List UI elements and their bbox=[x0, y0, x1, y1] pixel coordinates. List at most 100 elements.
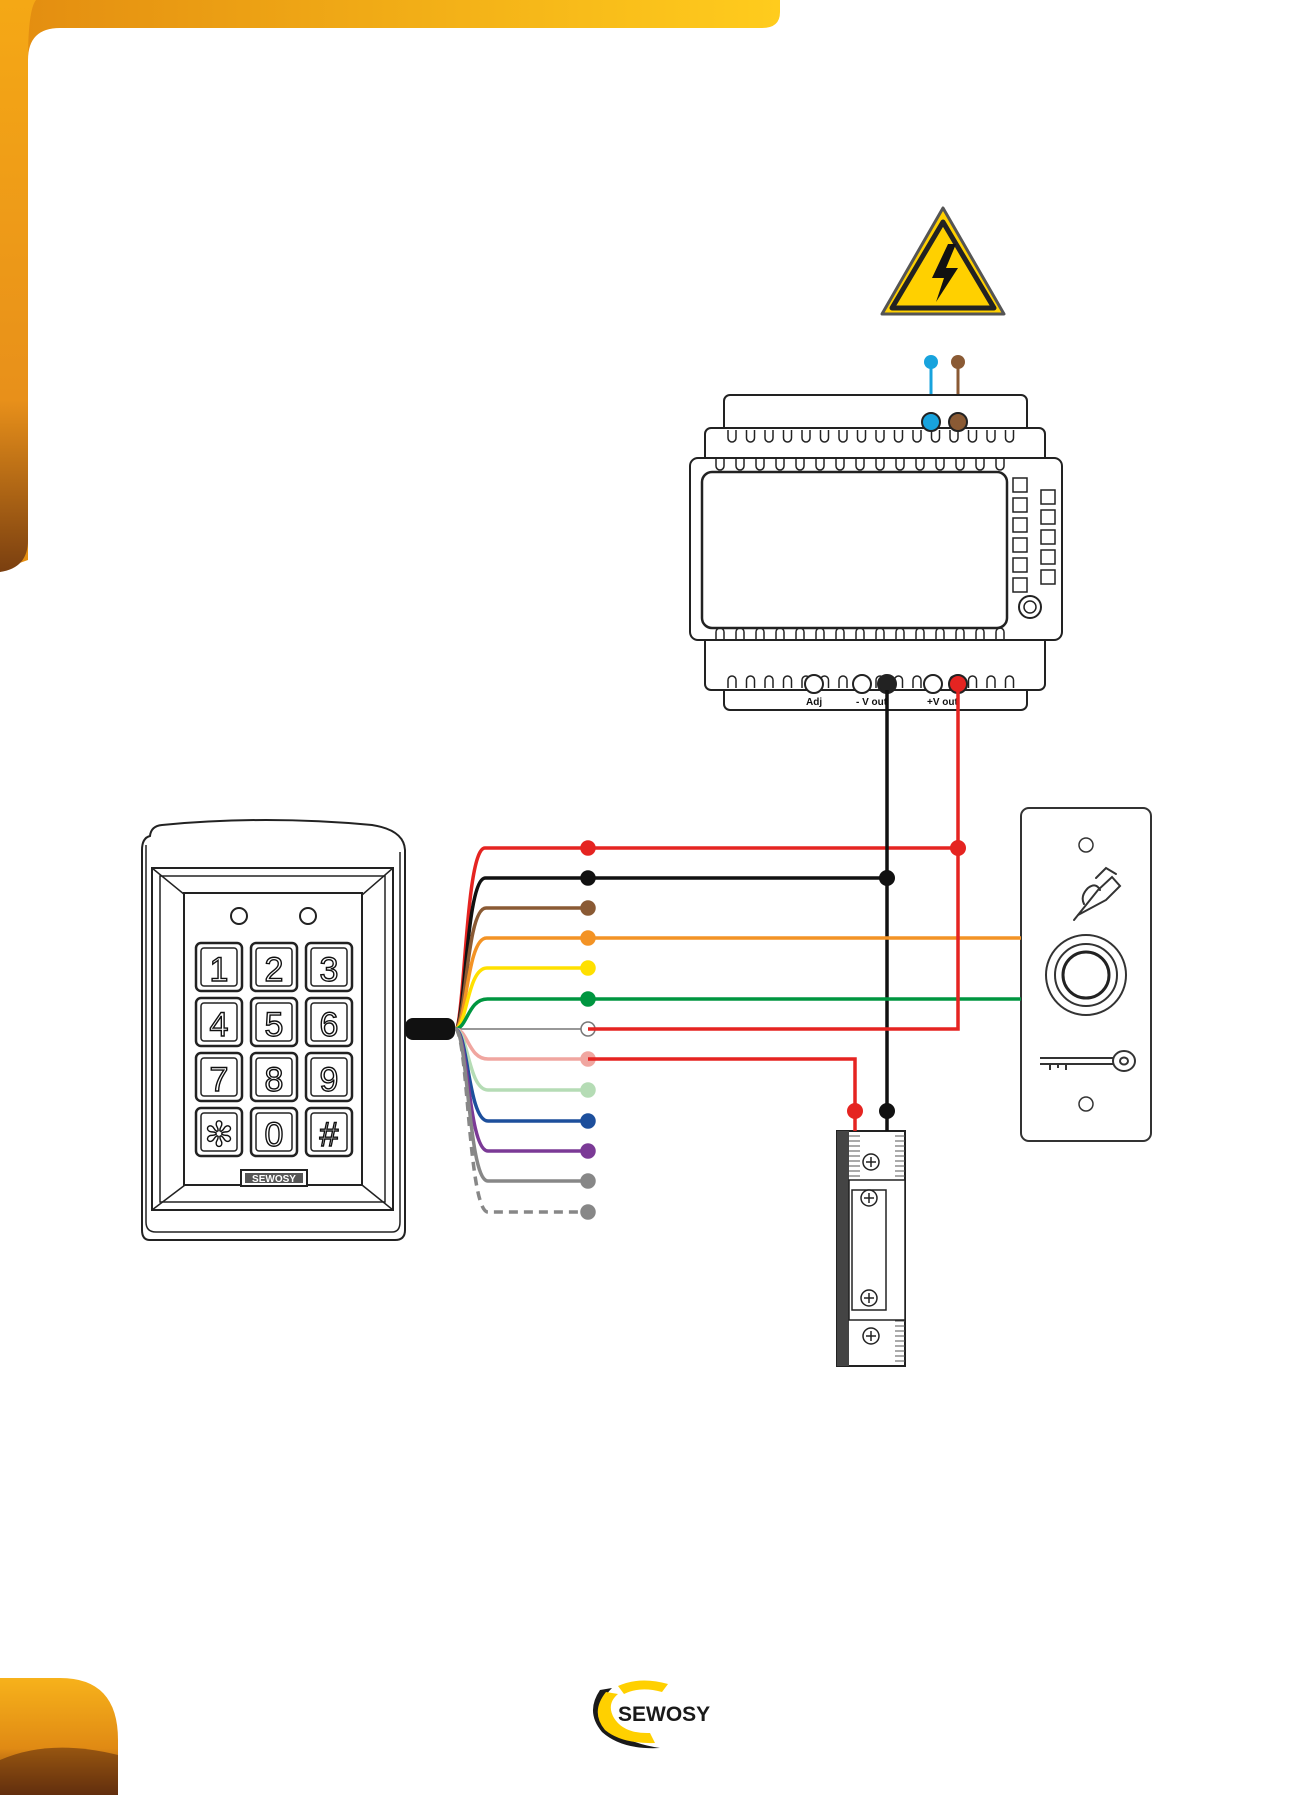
psu-vent-tooth bbox=[967, 430, 978, 443]
psu-vent-tooth bbox=[895, 458, 905, 471]
keypad-key-0[interactable]: 0 bbox=[249, 1106, 299, 1158]
psu-vent-tooth bbox=[775, 627, 785, 640]
harness-wire-end bbox=[580, 1113, 596, 1129]
keypad-key-8[interactable]: 8 bbox=[249, 1051, 299, 1103]
psu-vent-tooth bbox=[835, 458, 845, 471]
strike-edge-dark bbox=[837, 1131, 849, 1366]
psu-vent-tooth bbox=[875, 430, 885, 443]
harness-wire-end bbox=[580, 1204, 596, 1220]
keypad-key-star[interactable]: ✻ bbox=[194, 1106, 244, 1158]
psu-vent-square bbox=[1012, 537, 1028, 553]
keypad-key-9[interactable]: 9 bbox=[304, 1051, 354, 1103]
keypad-key-outline bbox=[249, 1051, 299, 1103]
psu-vent-tooth bbox=[715, 627, 725, 640]
exit-push-button-plate bbox=[1020, 807, 1152, 1142]
harness-wire-end bbox=[580, 1173, 596, 1189]
psu-vent-tooth bbox=[955, 627, 965, 640]
sewosy-logo: SEWOSY bbox=[592, 1680, 710, 1749]
keypad-key-hash[interactable]: # bbox=[304, 1106, 354, 1158]
connection-wires bbox=[588, 690, 1021, 1131]
psu-window bbox=[700, 470, 1009, 630]
warning-triangle-inner bbox=[889, 219, 997, 311]
keypad-key-outline bbox=[194, 941, 244, 993]
wire-junction bbox=[950, 840, 966, 856]
psu-vent-tooth bbox=[949, 430, 959, 443]
wire-junction bbox=[879, 1103, 895, 1119]
psu-vent-tooth bbox=[715, 458, 725, 471]
psu-vent-tooth bbox=[1004, 675, 1015, 688]
keypad-key-inner bbox=[310, 1112, 348, 1152]
harness-wire bbox=[454, 936, 588, 1031]
keypad-key-label: 2 bbox=[265, 951, 284, 989]
psu-vent-tooth bbox=[995, 458, 1005, 471]
keypad-key-label: 5 bbox=[265, 1006, 284, 1044]
psu-vent-tooth bbox=[875, 627, 885, 640]
psu-vent-tooth bbox=[815, 458, 825, 471]
wire-junction bbox=[879, 870, 895, 886]
plate-screw-top bbox=[1078, 837, 1094, 853]
psu-vent-tooth bbox=[838, 430, 848, 443]
bevel-edge-tr bbox=[361, 867, 394, 896]
psu-vent-square bbox=[1040, 569, 1056, 585]
psu-vent-tooth bbox=[735, 458, 745, 471]
electrical-warning-sign bbox=[880, 206, 1006, 316]
keypad-key-label: 6 bbox=[320, 1006, 339, 1044]
psu-ventilation-top bbox=[715, 430, 1015, 471]
harness-wire-end bbox=[580, 1143, 596, 1159]
keypad-key-outline bbox=[304, 1051, 354, 1103]
psu-vent-tooth bbox=[856, 430, 867, 443]
psu-vent-tooth bbox=[915, 458, 925, 471]
keypad-key-1[interactable]: 1 bbox=[194, 941, 244, 993]
keypad-key-outline bbox=[194, 1106, 244, 1158]
keypad-key-inner bbox=[255, 1002, 293, 1042]
psu-vent-tooth bbox=[755, 627, 765, 640]
keypad-key-7[interactable]: 7 bbox=[194, 1051, 244, 1103]
harness-wire bbox=[454, 1027, 588, 1061]
electric-strike-lock bbox=[836, 1130, 906, 1367]
keypad-key-4[interactable]: 4 bbox=[194, 996, 244, 1048]
keypad-key-2[interactable]: 2 bbox=[249, 941, 299, 993]
psu-label-adj: Adj bbox=[806, 697, 822, 708]
psu-vent-square bbox=[1040, 489, 1056, 505]
keypad-key-label: 4 bbox=[210, 1006, 229, 1044]
psu-terminal-v-plus-1 bbox=[923, 674, 943, 694]
psu-vent-tooth bbox=[795, 458, 805, 471]
keypad-key-6[interactable]: 6 bbox=[304, 996, 354, 1048]
psu-vent-tooth bbox=[995, 627, 1005, 640]
harness-wire-end bbox=[580, 960, 596, 976]
psu-vent-tooth bbox=[912, 430, 922, 443]
psu-vent-square bbox=[1012, 517, 1028, 533]
keypad-key-outline bbox=[304, 941, 354, 993]
frame-top-band bbox=[0, 0, 780, 570]
psu-vent-square bbox=[1040, 509, 1056, 525]
keypad-key-inner bbox=[255, 947, 293, 987]
psu-vent-square bbox=[1012, 577, 1028, 593]
psu-vent-tooth bbox=[727, 430, 737, 443]
keypad-key-3[interactable]: 3 bbox=[304, 941, 354, 993]
psu-vent-square bbox=[1012, 497, 1028, 513]
page-frame-decoration bbox=[0, 0, 780, 1795]
psu-side-vents bbox=[1012, 477, 1056, 593]
psu-vent-square bbox=[1040, 529, 1056, 545]
keypad-wire-harness bbox=[453, 840, 596, 1220]
harness-wire bbox=[454, 997, 588, 1031]
psu-vent-tooth bbox=[967, 675, 978, 688]
harness-wire-end bbox=[580, 1082, 596, 1098]
keypad-key-5[interactable]: 5 bbox=[249, 996, 299, 1048]
psu-vent-tooth bbox=[1004, 430, 1015, 443]
keypad-key-label: 0 bbox=[265, 1116, 284, 1154]
psu-vent-tooth bbox=[745, 675, 756, 688]
keypad-key-outline bbox=[194, 1051, 244, 1103]
mains-wire-blue-end bbox=[924, 355, 938, 369]
psu-vent-tooth bbox=[975, 627, 985, 640]
psu-vent-square bbox=[1040, 549, 1056, 565]
psu-terminal-l bbox=[948, 412, 968, 432]
psu-label-v-plus: +V out bbox=[927, 697, 959, 708]
keypad-key-inner bbox=[310, 1002, 348, 1042]
psu-vent-tooth bbox=[855, 627, 865, 640]
keypad-brand-badge: SEWOSY bbox=[252, 1174, 296, 1185]
keypad-outer-shell-inner bbox=[145, 845, 401, 1233]
keypad-key-inner bbox=[200, 947, 238, 987]
keypad-key-label: 8 bbox=[265, 1061, 284, 1099]
